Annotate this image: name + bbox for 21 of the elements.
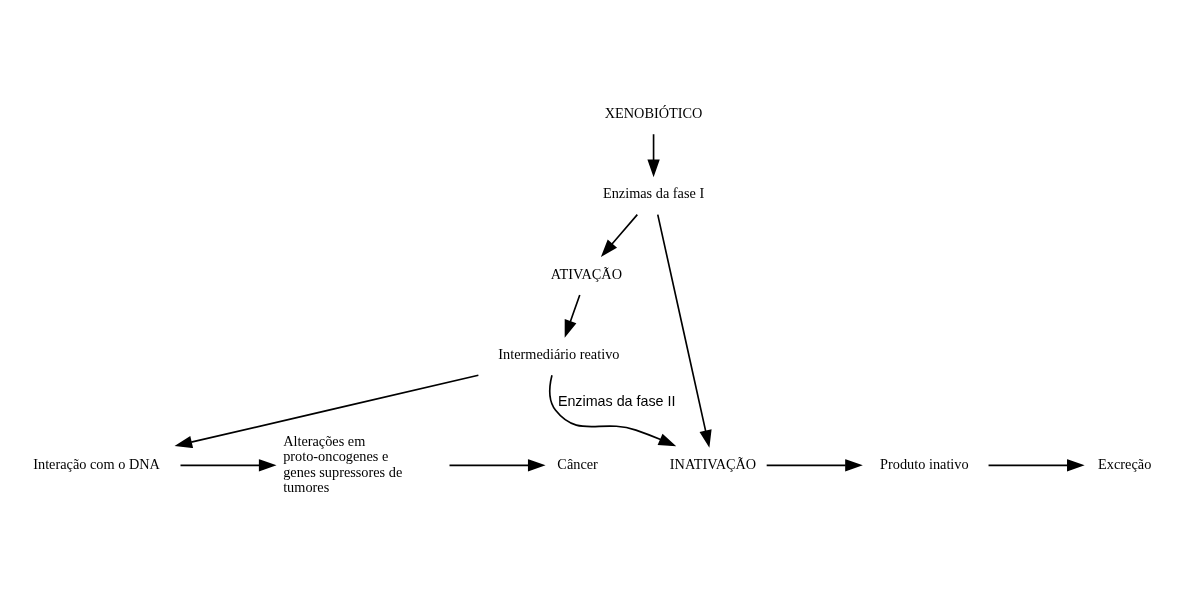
arrow <box>765 459 863 472</box>
node-text: INATIVAÇÃO <box>669 456 757 473</box>
node-text: Enzimas da fase I <box>602 185 705 202</box>
node-text: Excreção <box>1098 456 1152 473</box>
arrow <box>987 459 1085 472</box>
node-text: ATIVAÇÃO <box>550 265 623 282</box>
node-text: Câncer <box>557 456 598 473</box>
arrow <box>548 374 677 447</box>
arrow <box>600 213 639 257</box>
edge-label: Enzimas da fase II <box>557 393 676 410</box>
arrow <box>656 213 712 448</box>
arrow <box>174 374 480 449</box>
node-text: XENOBIÓTICO <box>604 104 703 121</box>
node-text: Produto inativo <box>880 456 969 473</box>
node-text: Interação com o DNA <box>33 456 160 473</box>
node-text: Alterações em proto-oncogenes e genes supressores de tumores <box>283 433 403 496</box>
node-text: Intermediário reativo <box>498 346 620 363</box>
arrow <box>179 459 277 472</box>
arrow <box>564 294 581 338</box>
arrow <box>448 459 546 472</box>
arrow <box>647 133 660 178</box>
